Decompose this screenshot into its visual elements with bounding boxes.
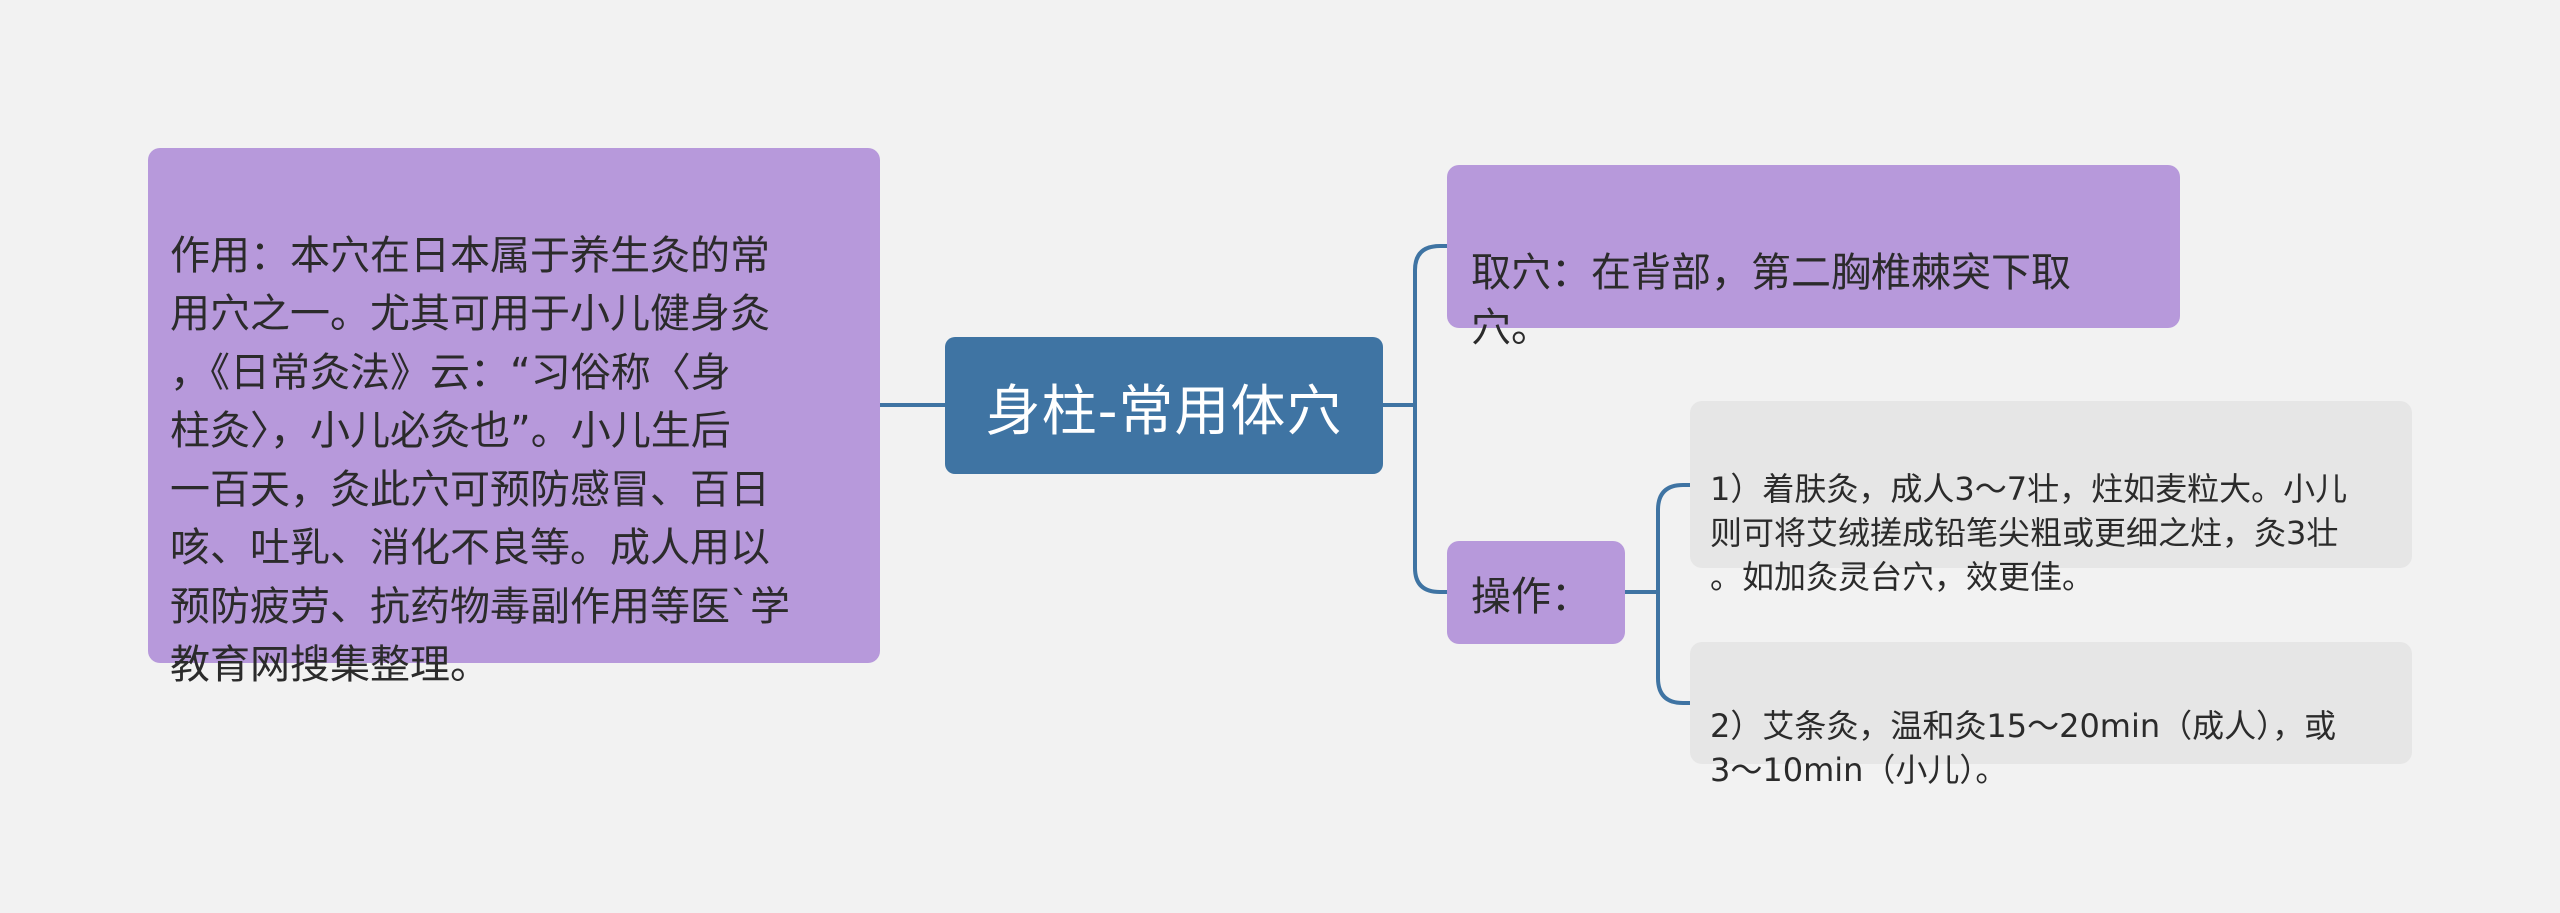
subtopic-moxa-stick-text: 2）艾条灸，温和灸15～20min（成人），或 3～10min（小儿）。 xyxy=(1710,707,2337,789)
connector-caozuo-to-sub2 xyxy=(1656,590,1692,705)
topic-acupoint-location[interactable]: 取穴：在背部，第二胸椎棘突下取 穴。 xyxy=(1447,165,2180,351)
topic-operation[interactable]: 操作： xyxy=(1447,541,1625,644)
topic-effect[interactable]: 作用：本穴在日本属于养生灸的常 用穴之一。尤其可用于小儿健身灸 ，《日常灸法》云… xyxy=(148,148,880,688)
subtopic-moxibustion-direct-text: 1）着肤灸，成人3～7壮，炷如麦粒大。小儿 则可将艾绒搓成铅笔尖粗或更细之炷，灸… xyxy=(1710,470,2348,596)
central-topic-label: 身柱-常用体穴 xyxy=(985,378,1343,443)
topic-acupoint-location-text: 取穴：在背部，第二胸椎棘突下取 穴。 xyxy=(1471,250,2071,351)
connector-right-to-quxue xyxy=(1413,244,1449,407)
topic-operation-label: 操作： xyxy=(1471,573,1591,620)
subtopic-moxa-stick[interactable]: 2）艾条灸，温和灸15～20min（成人），或 3～10min（小儿）。 xyxy=(1690,642,2412,789)
central-topic[interactable]: 身柱-常用体穴 xyxy=(945,337,1383,474)
connector-caozuo-to-sub1 xyxy=(1656,483,1692,594)
connector-right-to-caozuo xyxy=(1413,403,1449,594)
subtopic-moxibustion-direct[interactable]: 1）着肤灸，成人3～7壮，炷如麦粒大。小儿 则可将艾绒搓成铅笔尖粗或更细之炷，灸… xyxy=(1690,401,2412,596)
topic-effect-text: 作用：本穴在日本属于养生灸的常 用穴之一。尤其可用于小儿健身灸 ，《日常灸法》云… xyxy=(170,232,790,689)
